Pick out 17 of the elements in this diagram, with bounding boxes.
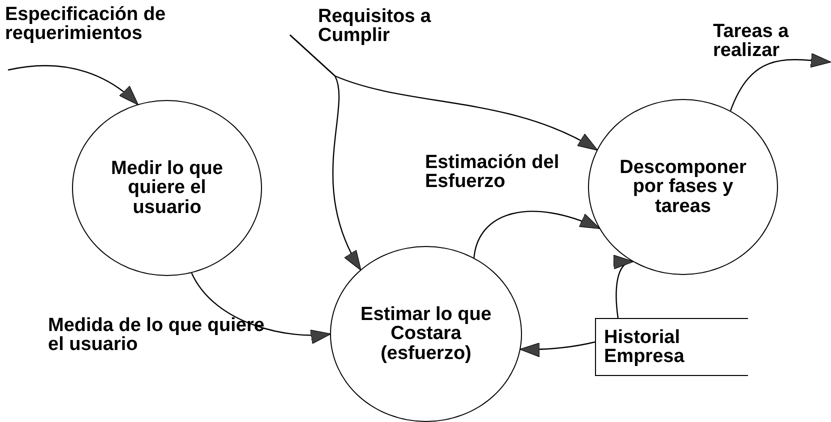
- flow-arrow: [730, 53, 831, 112]
- data-store: [595, 318, 748, 376]
- flow-arrow: [473, 210, 600, 258]
- edge-label: Medida de lo que quiere el usuario: [48, 316, 266, 355]
- process-label: Medir lo que quiere el usuario: [110, 158, 224, 218]
- edge-label: Especificación de requerimientos: [5, 5, 167, 44]
- edge-label: Tareas a realizar: [713, 22, 790, 61]
- flow-arrow: [191, 272, 332, 344]
- process-label: Historial Empresa: [604, 328, 686, 366]
- flow-arrow: [519, 341, 596, 357]
- edge-label: Requisitos a Cumplir: [318, 7, 432, 46]
- flow-arrow: [8, 65, 139, 106]
- flow-arrow: [612, 258, 634, 318]
- edge-label: Estimación del Esfuerzo: [425, 153, 560, 192]
- process-label: Estimar lo que Costara (esfuerzo): [360, 304, 492, 364]
- process-label: Descomponer por fases y tareas: [618, 158, 748, 216]
- flow-arrow: [290, 34, 598, 151]
